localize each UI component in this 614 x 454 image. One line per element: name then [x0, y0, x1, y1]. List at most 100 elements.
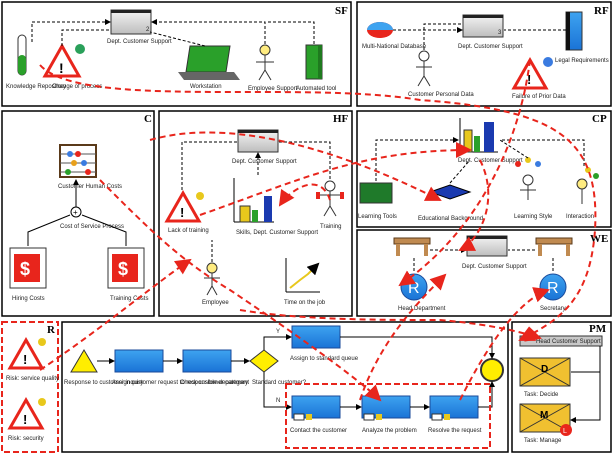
svg-text:$: $ [118, 259, 128, 279]
cp-style-label: Learning Style [514, 214, 553, 220]
branch-bottom3-label: Resolve the request [428, 428, 482, 434]
training-icon [316, 180, 344, 217]
hf-skills-label: Skills, Dept. Customer Support [236, 230, 318, 236]
red-link-11 [239, 309, 542, 342]
decision-label: Standard customer? [252, 380, 307, 386]
red-link-8 [359, 273, 447, 401]
we-system-label: Dept. Customer Support [462, 264, 527, 270]
juggler-icon [515, 157, 541, 200]
we-label2: Secretary [540, 306, 566, 312]
trigger-event-icon [70, 349, 98, 373]
c-cost-label: Customer Human Costs [58, 184, 122, 190]
risk2-icon [7, 396, 45, 430]
pm-card2-letter: M [540, 410, 548, 421]
sf-workstation-label: Workstation [190, 84, 222, 90]
sf-tool-label: Automated tool [296, 86, 336, 92]
red-link-7 [458, 159, 490, 251]
pm-card2-badge: L [563, 428, 567, 435]
svg-text:!: ! [527, 72, 531, 87]
red-link-6 [39, 258, 192, 371]
step2-label: Check customer category [180, 380, 248, 386]
rf-failure-label: Failure of Prior Data [512, 94, 566, 100]
rf-legal-label: Legal Requirements [555, 58, 609, 64]
trigger-label: Response to customer inquiry [64, 380, 143, 386]
employee-support-icon [256, 44, 274, 81]
rf-system-label: Dept. Customer Support [458, 44, 523, 50]
no-label: N [276, 398, 280, 404]
panel-pm [511, 321, 612, 453]
role-r1-letter: R [408, 280, 420, 297]
hf-employee-label: Employee [202, 300, 229, 306]
hf-employee-icon [204, 262, 220, 296]
rf-customer-label: Customer Personal Data [408, 92, 474, 98]
rf-database-label: Multi-National Database [362, 44, 427, 50]
hf-system-icon [237, 129, 279, 153]
step1-label: Assign customer request to responsible d… [112, 380, 249, 386]
cp-chart-icon [459, 118, 498, 153]
panel-process [61, 321, 509, 453]
hf-time-label: Time on the job [284, 300, 326, 306]
panel-c [1, 110, 155, 317]
red-links [39, 59, 597, 402]
svg-text:!: ! [180, 205, 184, 220]
pm-card1-letter: D [541, 364, 548, 375]
we-label1: Head Department [398, 306, 446, 312]
sf-system-num: 2 [146, 27, 150, 33]
step1-box [114, 349, 164, 373]
pm-header-label: Head Customer Support [536, 339, 601, 345]
desk-right-icon [535, 237, 573, 245]
panel-rf [356, 1, 612, 107]
rf-system-icon [462, 14, 504, 38]
pm-header-box [519, 335, 603, 347]
panel-label-pm: PM [589, 323, 607, 335]
cp-tools-label: Learning Tools [358, 214, 397, 220]
red-link-10 [149, 131, 442, 201]
sf-content: 2 Dept. Customer Support Knowledge Repos… [6, 9, 336, 92]
role-r2-letter: R [547, 280, 559, 297]
rf-warning-icon [511, 56, 549, 90]
red-link-2 [398, 59, 531, 287]
hf-warning-icon [164, 189, 202, 223]
panel-label-cp: CP [592, 113, 607, 125]
panel-cp [356, 110, 612, 228]
panel-we [356, 229, 612, 317]
cp-background-label: Educational Background [418, 216, 483, 222]
cp-interaction-label: Interaction [566, 214, 594, 220]
panel-sf [1, 1, 352, 107]
sf-knowledge-label: Knowledge Repository [6, 84, 66, 90]
risk2-label: Risk: security [8, 436, 44, 442]
panel-label-sf: SF [335, 5, 348, 17]
customer-icon [416, 50, 432, 87]
pm-card2-badge-icon [560, 424, 572, 436]
globe-icon [75, 44, 85, 54]
hf-lack-label: Lack of training [168, 228, 209, 234]
hf-training-label: Training [320, 224, 341, 230]
r-content: ! Risk: service quality ! Risk: security [6, 336, 59, 442]
rf-system-num: 3 [498, 30, 502, 36]
learning-tools-icon [359, 182, 393, 204]
we-content: Dept. Customer Support R Head Department… [393, 235, 573, 312]
sf-system-label: Dept. Customer Support [107, 39, 172, 45]
yes-label: Y [276, 329, 280, 335]
c-hiring-label: Hiring Costs [12, 296, 45, 302]
panel-r [1, 321, 59, 453]
svg-text:$: $ [20, 259, 30, 279]
decision-gateway [249, 349, 279, 373]
graduation-cap-icon [428, 184, 472, 200]
branch-top-label: Assign to standard queue [290, 356, 359, 362]
hf-content: Dept. Customer Support ! Lack of trainin… [164, 129, 344, 306]
desk-left-icon [393, 237, 431, 245]
panel-label-hf: HF [333, 113, 349, 125]
end-event-icon [480, 358, 504, 382]
panel-hf [158, 110, 353, 317]
svg-text:!: ! [23, 352, 27, 367]
svg-text:+: + [73, 208, 78, 217]
c-content: Customer Human Costs + Cost of Service P… [9, 144, 148, 302]
branch-bottom2-label: Analyze the problem [362, 428, 417, 434]
cp-content: Dept. Customer Support Learning Tools Ed… [358, 118, 599, 222]
process-content: Response to customer inquiry Assign cust… [64, 325, 504, 449]
risk1-label: Risk: service quality [6, 376, 59, 382]
svg-text:!: ! [59, 60, 64, 76]
